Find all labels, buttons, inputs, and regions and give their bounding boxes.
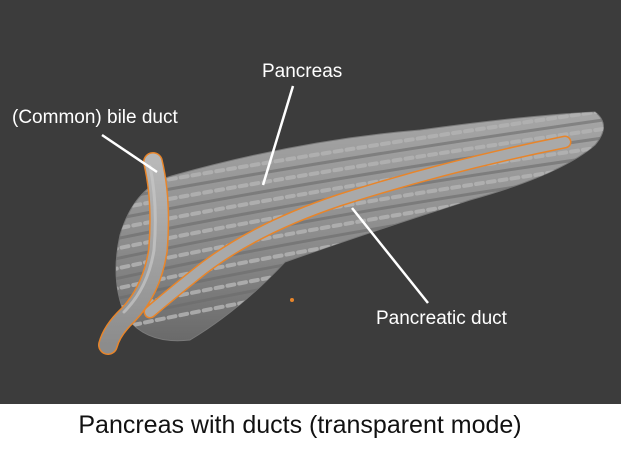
figure-caption: Pancreas with ducts (transparent mode) — [78, 411, 522, 439]
leader-line-pancreatic-duct — [351, 207, 429, 304]
origin-point — [290, 298, 294, 302]
leader-line-pancreas — [261, 85, 295, 186]
leader-line-bile-duct — [101, 133, 158, 174]
pancreas-label: Pancreas — [262, 61, 343, 82]
pancreas-render — [98, 85, 604, 355]
3d-viewport[interactable]: Pancreas (Common) bile duct Pancreatic d… — [0, 0, 621, 404]
pancreatic-duct-label: Pancreatic duct — [376, 308, 507, 329]
bile-duct-label: (Common) bile duct — [12, 107, 178, 128]
